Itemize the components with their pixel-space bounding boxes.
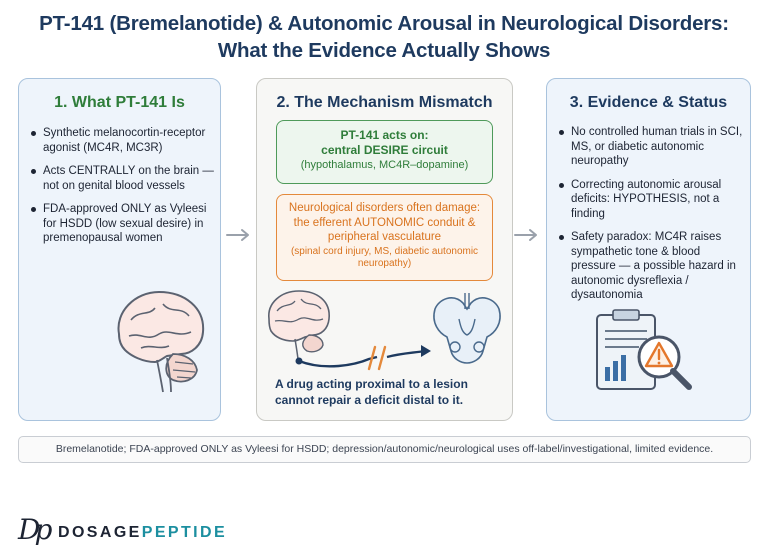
list-item: Safety paradox: MC4R raises sympathetic …: [559, 230, 747, 303]
page-title-line-2: What the Evidence Actually Shows: [217, 39, 551, 62]
arrow-right-icon: [226, 229, 249, 241]
logo-wordmark: DOSAGEPEPTIDE: [58, 524, 227, 542]
clipboard-warning-icon: [596, 309, 692, 390]
list-item: No controlled human trials in SCI, MS, o…: [559, 125, 747, 169]
pelvis-icon: [433, 293, 501, 364]
list-item: FDA-approved ONLY as Vyleesi for HSDD (l…: [31, 202, 217, 246]
acts-on-target: central DESIRE circuit: [321, 143, 448, 157]
damage-examples: (spinal cord injury, MS, diabetic autono…: [290, 245, 479, 269]
brain-icon: [117, 290, 205, 393]
panel-2-title: 2. The Mechanism Mismatch: [276, 94, 493, 111]
panel-3-bullets: No controlled human trials in SCI, MS, o…: [559, 125, 747, 312]
acts-on-box: PT-141 acts on: central DESIRE circuit (…: [276, 120, 493, 184]
list-item: Synthetic melanocortin-receptor agonist …: [31, 126, 217, 155]
panel-1-title: 1. What PT-141 Is: [54, 94, 185, 111]
logo-word-peptide: PEPTIDE: [141, 524, 228, 541]
damage-box: Neurological disorders often damage: the…: [276, 194, 493, 281]
page-title: PT-141 (Bremelanotide) & Autonomic Arous…: [0, 10, 768, 64]
logo-mark: Dp: [18, 513, 52, 546]
arrow-right-icon: [514, 229, 537, 241]
damage-main: Neurological disorders often damage: the…: [288, 202, 481, 243]
panel-evidence-status: 3. Evidence & Status No controlled human…: [546, 78, 751, 421]
panel-1-bullets: Synthetic melanocortin-receptor agonist …: [31, 126, 217, 255]
acts-on-detail: (hypothalamus, MC4R–dopamine): [300, 159, 469, 171]
panel-mechanism-mismatch: 2. The Mechanism Mismatch PT-141 acts on…: [256, 78, 513, 421]
footnote: Bremelanotide; FDA-approved ONLY as Vyle…: [18, 436, 751, 463]
page-title-line-1: PT-141 (Bremelanotide) & Autonomic Arous…: [39, 12, 729, 35]
logo-word-dosage: DOSAGE: [58, 524, 142, 541]
lesion-pathway-illustration: [268, 290, 501, 371]
panel-what-it-is: 1. What PT-141 Is Synthetic melanocortin…: [18, 78, 221, 421]
acts-on-label: PT-141 acts on:: [340, 128, 429, 142]
mechanism-conclusion: A drug acting proximal to a lesion canno…: [275, 377, 468, 407]
brain-icon: [268, 290, 330, 360]
panel-3-title: 3. Evidence & Status: [569, 94, 728, 111]
list-item: Acts CENTRALLY on the brain — not on gen…: [31, 164, 217, 193]
list-item: Correcting autonomic arousal deficits: H…: [559, 178, 747, 222]
